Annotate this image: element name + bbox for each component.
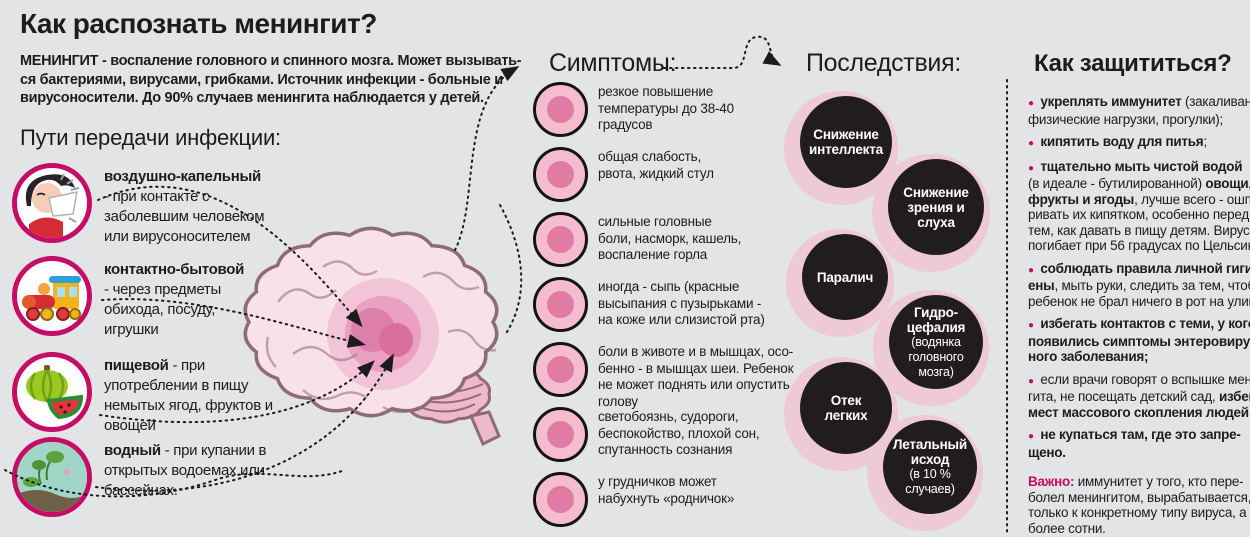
symptom-bullet-dot <box>547 486 574 513</box>
symptom-bullet-dot <box>547 421 574 448</box>
sneezing-person-icon <box>12 163 92 243</box>
protection-column: Как защититься? ● укреплять иммунитет (з… <box>1028 50 1250 537</box>
symptom-bullet-dot <box>547 226 574 253</box>
unwashed-food-icon <box>12 352 92 432</box>
symptom-item-2: общая слабость,рвота, жидкий стул <box>533 147 798 202</box>
bullet-dot-icon: ● <box>1028 375 1037 387</box>
important-note: Важно: иммунитет у того, кто пере-болел … <box>1028 474 1250 536</box>
bullet-dot-icon: ● <box>1028 138 1037 149</box>
symptom-item-5: боли в животе и в мышцах, осо-бенно - в … <box>533 342 798 410</box>
protection-item-4: ● соблюдать правила личной гиги-ены, мыт… <box>1028 260 1250 309</box>
consequence-circle-paralysis: Паралич <box>802 234 888 320</box>
symptom-item-label: общая слабость,рвота, жидкий стул <box>598 149 714 181</box>
transmission-section-header: Пути передачи инфекции: <box>20 125 281 150</box>
protection-item-1: ● укреплять иммунитет (закаливание,физич… <box>1028 94 1250 127</box>
symptoms-section-header: Симптомы: <box>549 49 677 77</box>
symptom-bullet-circle <box>533 407 588 462</box>
symptom-bullet-dot <box>547 161 574 188</box>
protection-item-3: ● тщательно мыть чистой водой(в идеале -… <box>1028 158 1250 254</box>
protection-item-2: ● кипятить воду для питья; <box>1028 134 1207 149</box>
bullet-dot-icon: ● <box>1028 264 1037 276</box>
protection-list: ● укреплять иммунитет (закаливание,физич… <box>1028 94 1250 536</box>
symptom-item-6: светобоязнь, судороги,беспокойство, плох… <box>533 407 798 462</box>
protection-item-6: ● если врачи говорят о вспышке менин-гит… <box>1028 371 1250 420</box>
bullet-dot-icon: ● <box>1028 320 1037 331</box>
arrow-to-consequences <box>663 35 782 69</box>
protection-item-7: ● не купаться там, где это запре-щено. <box>1028 427 1241 460</box>
symptom-bullet-circle <box>533 147 588 202</box>
brain-illustration <box>243 226 501 447</box>
bullet-dot-icon: ● <box>1028 162 1037 174</box>
symptom-item-label: боли в животе и в мышцах, осо-бенно - в … <box>598 344 794 409</box>
symptom-bullet-circle <box>533 277 588 332</box>
symptom-bullet-dot <box>547 96 574 123</box>
symptom-bullet-circle <box>533 82 588 137</box>
bullet-dot-icon: ● <box>1028 431 1037 442</box>
intro-paragraph: МЕНИНГИТ - воспаление головного и спинно… <box>20 53 522 106</box>
symptom-bullet-dot <box>547 291 574 318</box>
protection-section-header: Как защититься? <box>1034 50 1232 77</box>
bullet-dot-icon: ● <box>1028 98 1037 109</box>
page-title: Как распознать менингит? <box>20 8 377 39</box>
symptom-bullet-circle <box>533 342 588 397</box>
consequences-section-header: Последствия: <box>806 49 961 77</box>
symptom-bullet-circle <box>533 212 588 267</box>
symptom-item-label: светобоязнь, судороги,беспокойство, плох… <box>598 409 760 457</box>
symptom-bullet-circle <box>533 472 588 527</box>
toy-train-icon <box>12 256 92 336</box>
symptom-bullet-dot <box>547 356 574 383</box>
open-water-icon <box>12 437 92 517</box>
